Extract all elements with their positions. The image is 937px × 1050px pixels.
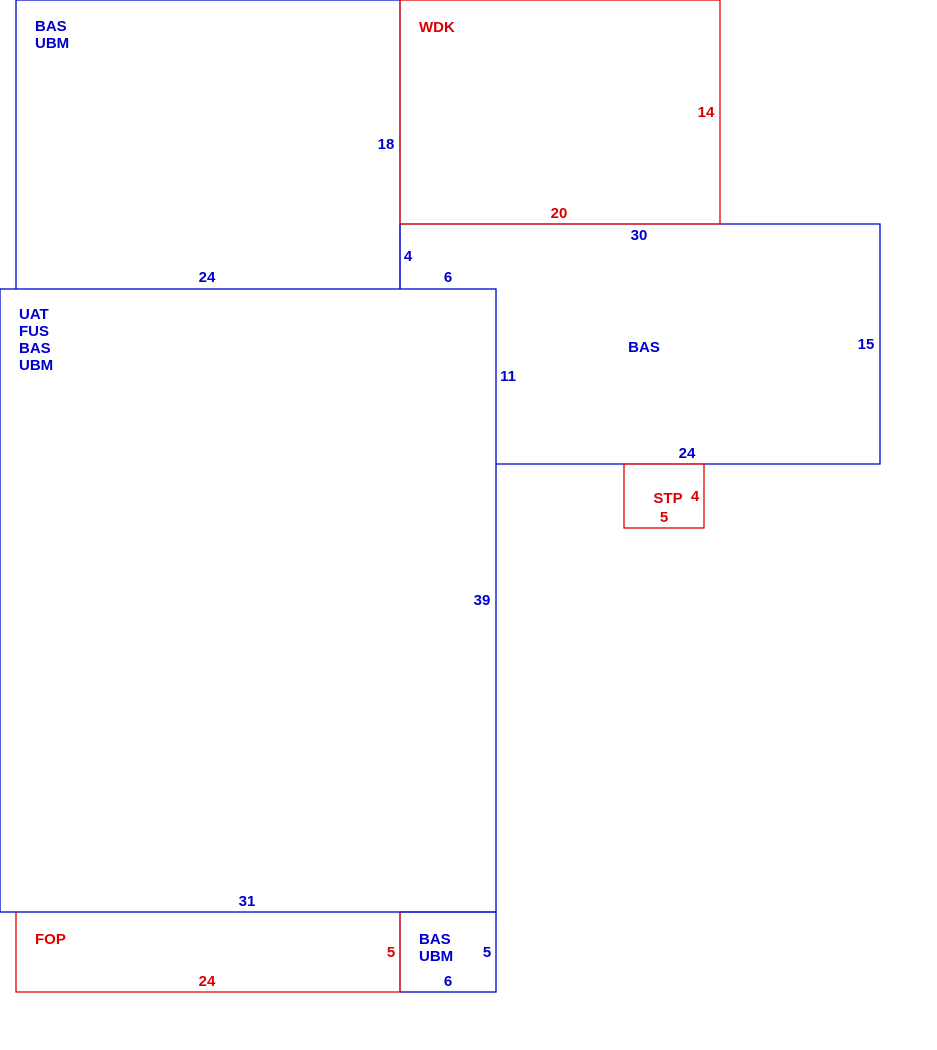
wdk-area-outline (399, 0, 721, 225)
other-area-outlines (15, 0, 721, 993)
stp-area: STP 4 5 (653, 488, 699, 526)
wdk-code: WDK (419, 19, 455, 36)
upper-left-dim-right: 18 (378, 136, 395, 153)
main-code-1: UAT (19, 306, 49, 323)
wdk-dim-bottom: 20 (551, 205, 568, 222)
lower-small-dim-right: 5 (483, 944, 491, 961)
upper-left-code-2: UBM (35, 35, 69, 52)
fop-dim-bottom: 24 (199, 973, 216, 990)
lower-small-dim-bottom: 6 (444, 973, 452, 990)
wdk-area: WDK 14 20 (419, 19, 715, 222)
fop-area: FOP 5 24 (35, 931, 395, 990)
main-dim-bottom: 31 (239, 893, 256, 910)
main-dim-right: 39 (474, 592, 491, 609)
east-wing-dim-step-vertical: 4 (404, 248, 413, 265)
wdk-dim-right: 14 (698, 104, 715, 121)
east-wing-dim-bottom: 24 (679, 445, 696, 462)
main-area-outline (0, 288, 497, 913)
east-wing-dim-inner-left: 11 (500, 368, 516, 385)
east-wing-dim-top: 30 (631, 227, 648, 244)
main-code-2: FUS (19, 323, 49, 340)
stp-dim-bottom: 5 (660, 509, 668, 526)
lower-small-code-2: UBM (419, 948, 453, 965)
stp-dim-right: 4 (691, 488, 700, 505)
lower-small-area: BAS UBM 5 6 (419, 931, 491, 990)
fop-label: FOP (35, 931, 66, 948)
main-area: UAT FUS BAS UBM 39 31 (19, 306, 490, 910)
upper-left-dim-bottom: 24 (199, 269, 216, 286)
main-code-4: UBM (19, 357, 53, 374)
stp-area-outline (623, 463, 705, 529)
east-wing-outline (399, 223, 881, 465)
upper-left-code-1: BAS (35, 18, 67, 35)
main-code-3: BAS (19, 340, 51, 357)
upper-left-area-outline (15, 0, 401, 289)
east-wing-dim-right: 15 (858, 336, 875, 353)
east-wing-area: 30 4 6 BAS 15 11 24 (404, 227, 875, 462)
living-area-outlines (0, 0, 881, 993)
lower-small-code-1: BAS (419, 931, 451, 948)
east-wing-label: BAS (628, 339, 660, 356)
east-wing-dim-step-horizontal: 6 (444, 269, 452, 286)
fop-area-outline (15, 912, 401, 993)
fop-dim-right: 5 (387, 944, 395, 961)
stp-label: STP (653, 490, 682, 507)
upper-left-area: BAS UBM 18 24 (35, 18, 394, 286)
